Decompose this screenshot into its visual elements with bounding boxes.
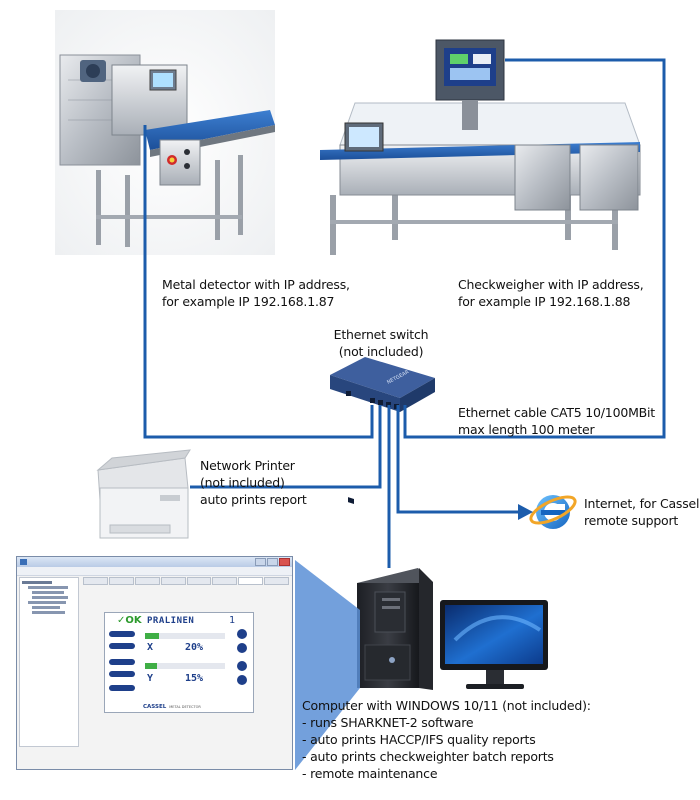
printer-label-line2: (not included) [200,475,285,490]
printer-label: Network Printer (not included) auto prin… [200,457,307,508]
internet-label-line2: remote support [584,513,679,528]
y-value: 15% [185,673,204,684]
list-item: - runs SHARKNET-2 software [302,715,474,730]
window-titlebar [17,557,292,567]
window-controls [255,558,290,566]
computer-tower [357,568,433,690]
checkweigher-label-line1: Checkweigher with IP address, [458,277,644,292]
computer-monitor [440,600,548,689]
switch-label-line2: (not included) [338,344,424,359]
window-tabs [83,577,289,585]
computer-feature-list: - runs SHARKNET-2 software - auto prints… [302,714,591,782]
product-number: 1 [228,615,235,626]
list-item: - auto prints checkweighter batch report… [302,749,554,764]
ethernet-switch: NETGEAR [330,357,435,505]
app-icon [20,559,27,565]
list-item: - remote maintenance [302,766,438,781]
close-icon [279,558,290,566]
internet-arrow-head [518,504,533,520]
metal-detector-label-line2: for example IP 192.168.1.87 [162,294,335,309]
internet-explorer-icon [529,495,577,529]
metal-detector-machine [55,10,275,255]
cable-label-line1: Ethernet cable CAT5 10/100MBit [458,405,656,420]
ethernet-cables [143,58,666,568]
device-tree [19,577,79,747]
metal-detector-label-line1: Metal detector with IP address, [162,277,350,292]
x-axis-label: X [147,642,154,653]
internet-label: Internet, for Cassel remote support [584,495,700,529]
checkweigher-label: Checkweigher with IP address, for exampl… [458,276,644,310]
computer-label: Computer with WINDOWS 10/11 (not include… [302,697,591,782]
maximize-icon [267,558,278,566]
window-menubar [17,567,292,576]
computer-label-title: Computer with WINDOWS 10/11 (not include… [302,698,591,713]
screenshot-callout [295,560,360,770]
printer-label-line3: auto prints report [200,492,307,507]
switch-label: Ethernet switch (not included) [330,326,432,360]
x-value: 20% [185,642,204,653]
cable-label-line2: max length 100 meter [458,422,595,437]
product-name: PRALINEN [147,616,195,626]
network-printer [96,449,191,539]
status-ok-label: ✓OK [117,615,142,626]
minimize-icon [255,558,266,566]
internet-label-line1: Internet, for Cassel [584,496,700,511]
printer-label-line1: Network Printer [200,458,295,473]
cable-label: Ethernet cable CAT5 10/100MBit max lengt… [458,404,655,438]
checkweigher-machine [320,39,641,255]
metal-detector-label: Metal detector with IP address, for exam… [162,276,350,310]
checkweigher-label-line2: for example IP 192.168.1.88 [458,294,631,309]
switch-label-line1: Ethernet switch [333,327,429,342]
list-item: - auto prints HACCP/IFS quality reports [302,732,536,747]
y-axis-label: Y [147,673,154,684]
